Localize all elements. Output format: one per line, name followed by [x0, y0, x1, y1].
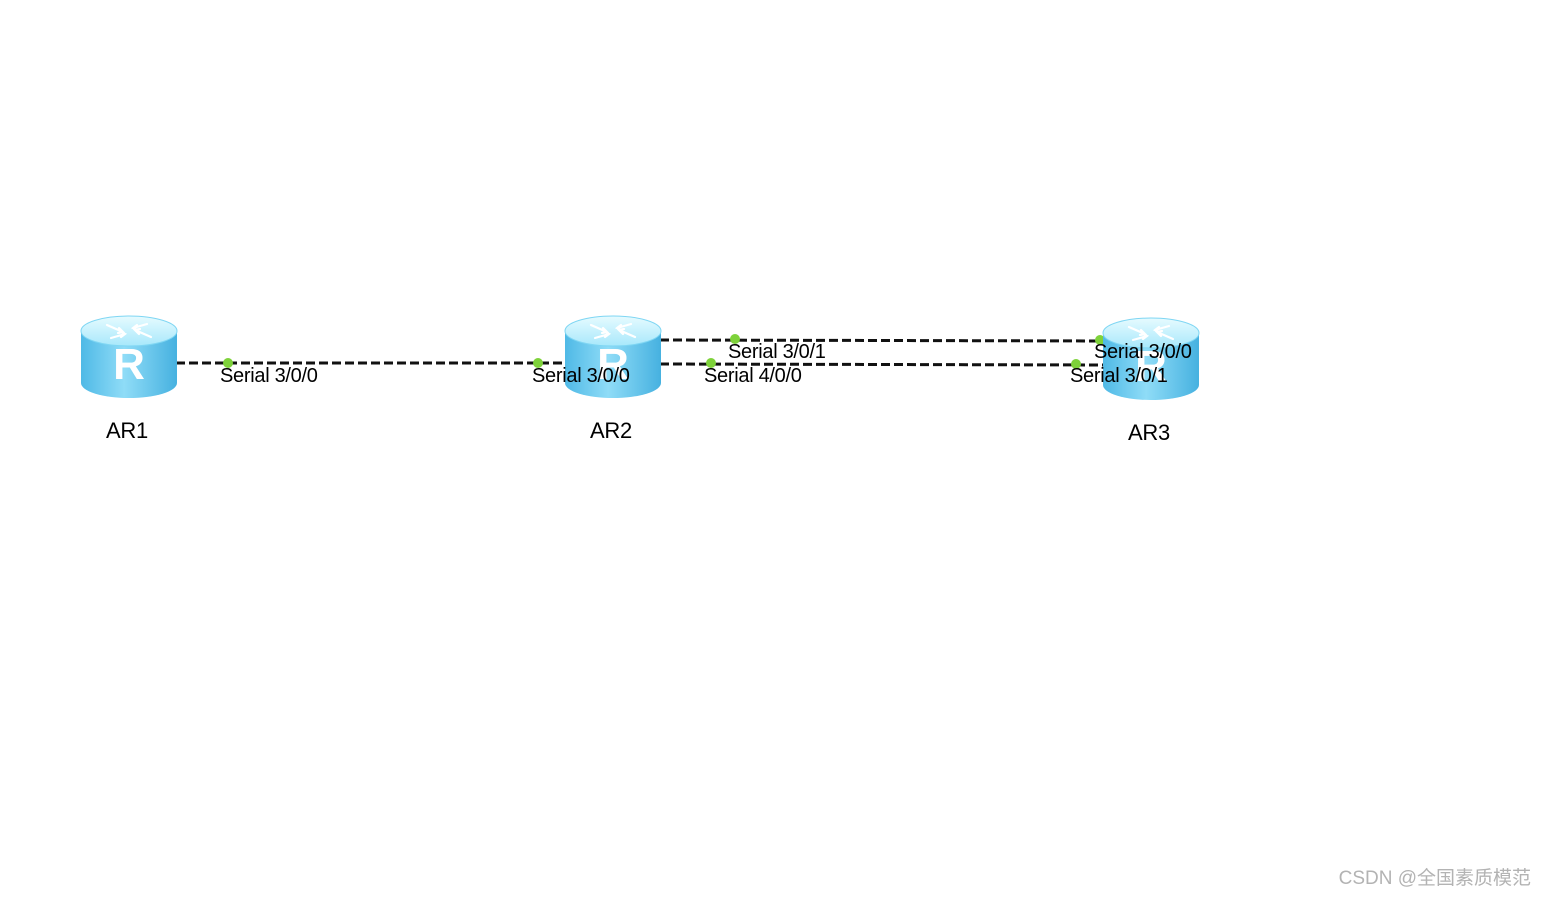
port-dot-ar2-ar3-b-b[interactable] [1071, 359, 1081, 369]
device-label-ar2: AR2 [590, 418, 632, 443]
link-ar2-ar3-b[interactable] [659, 362, 1107, 367]
device-label-ar3: AR3 [1128, 420, 1170, 445]
router-arrows-icon [105, 322, 153, 340]
port-label-ar2-serial-3-0-0: Serial 3/0/0 [532, 365, 630, 387]
port-label-ar3-serial-3-0-0: Serial 3/0/0 [1094, 341, 1192, 363]
device-label-ar1: AR1 [106, 418, 148, 443]
router-glyph: R [113, 340, 145, 389]
port-label-ar3-serial-3-0-1: Serial 3/0/1 [1070, 365, 1168, 387]
router-icon-ar1[interactable]: R [80, 315, 178, 398]
router-glyph: R [1135, 342, 1167, 391]
router-arrows-icon [589, 322, 637, 340]
port-dot-ar2-ar3-a-b[interactable] [1095, 335, 1105, 345]
router-icon-ar3[interactable]: R [1102, 317, 1200, 400]
port-dot-ar2-ar3-b-a[interactable] [706, 358, 716, 368]
port-dot-ar1-ar2-b[interactable] [533, 358, 543, 368]
router-icon-ar2[interactable]: R [564, 315, 662, 398]
router-glyph: R [597, 340, 629, 389]
router-arrows-icon [1127, 324, 1175, 342]
link-ar2-ar3-a[interactable] [659, 338, 1107, 343]
port-dot-ar2-ar3-a-a[interactable] [730, 334, 740, 344]
port-label-ar1-serial-3-0-0: Serial 3/0/0 [220, 365, 318, 387]
port-dot-ar1-ar2-a[interactable] [223, 358, 233, 368]
port-label-ar2-serial-4-0-0: Serial 4/0/0 [704, 365, 802, 387]
port-label-ar2-serial-3-0-1: Serial 3/0/1 [728, 341, 826, 363]
watermark: CSDN @全国素质模范 [1338, 868, 1531, 889]
